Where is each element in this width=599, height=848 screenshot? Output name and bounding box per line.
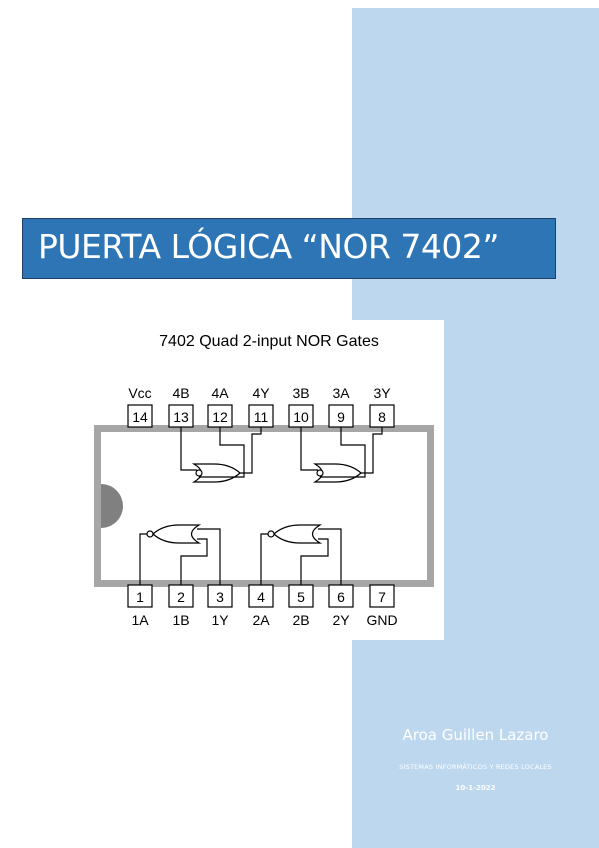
nor-gate-1-icon	[152, 524, 202, 544]
wire	[300, 427, 318, 471]
course-name: SISTEMAS INFORMÁTICOS Y REDES LOCALES	[399, 763, 552, 771]
pin-label: 3B	[292, 385, 309, 401]
bubble-icon	[146, 530, 154, 538]
wire	[199, 427, 245, 478]
svg-text:4: 4	[257, 589, 265, 605]
title-banner: PUERTA LÓGICA “NOR 7402”	[22, 218, 556, 279]
svg-text:11: 11	[254, 409, 269, 425]
pin-label: 4Y	[252, 385, 270, 401]
diagram-title: 7402 Quad 2-input NOR Gates	[159, 333, 379, 350]
pin-label: 3Y	[373, 385, 391, 401]
pin-label: 1B	[172, 612, 189, 628]
pin-label: 1A	[131, 612, 149, 628]
bottom-pin-4: 42A	[248, 584, 274, 628]
svg-text:12: 12	[212, 409, 228, 425]
svg-text:13: 13	[173, 409, 189, 425]
wire	[139, 533, 147, 585]
bottom-pin-1: 11A	[127, 584, 153, 628]
top-pin-14: 14 Vcc	[127, 385, 153, 428]
document-title: PUERTA LÓGICA “NOR 7402”	[38, 227, 499, 266]
pin-label: 3A	[332, 385, 350, 401]
wire	[361, 427, 383, 474]
svg-text:10: 10	[293, 409, 309, 425]
nor-gate-2-icon	[273, 524, 323, 544]
svg-text:6: 6	[337, 589, 345, 605]
top-pin-13: 13 4B	[168, 385, 194, 428]
wire	[180, 427, 197, 471]
bottom-pin-2: 21B	[168, 584, 194, 628]
wire	[240, 427, 262, 474]
svg-text:3: 3	[216, 589, 224, 605]
author-name: Aroa Guillen Lazaro	[402, 726, 549, 744]
top-pin-12: 12 4A	[207, 385, 233, 428]
svg-text:5: 5	[297, 589, 305, 605]
wire	[197, 528, 221, 585]
bottom-pin-5: 52B	[288, 584, 314, 628]
pin-label: 2A	[252, 612, 270, 628]
top-pin-11: 11 4Y	[248, 385, 274, 428]
pin-label: 2B	[292, 612, 309, 628]
pin-label: GND	[366, 612, 397, 628]
pin-label: 2Y	[332, 612, 350, 628]
top-pin-9: 9 3A	[328, 385, 354, 428]
wire	[318, 528, 342, 585]
pin-label: Vcc	[128, 385, 151, 401]
svg-text:1: 1	[136, 589, 144, 605]
chip-inner	[101, 432, 427, 580]
svg-text:9: 9	[337, 409, 345, 425]
pin-label: 4B	[172, 385, 189, 401]
document-date: 10-1-2022	[455, 784, 496, 792]
bubble-icon	[195, 469, 203, 477]
bottom-pin-6: 62Y	[328, 584, 354, 628]
svg-text:8: 8	[378, 409, 386, 425]
pin-label: 1Y	[211, 612, 229, 628]
wire	[260, 533, 268, 585]
chip-notch	[101, 484, 123, 528]
wire	[320, 427, 366, 478]
wire	[180, 538, 208, 585]
svg-text:2: 2	[177, 589, 185, 605]
pin-label: 4A	[211, 385, 229, 401]
bottom-pin-3: 31Y	[207, 584, 233, 628]
svg-text:7: 7	[378, 589, 386, 605]
top-pin-8: 8 3Y	[369, 385, 395, 428]
bubble-icon	[316, 469, 324, 477]
bubble-icon	[267, 530, 275, 538]
svg-text:14: 14	[132, 409, 148, 425]
wire	[300, 538, 329, 585]
top-pin-10: 10 3B	[288, 385, 314, 428]
